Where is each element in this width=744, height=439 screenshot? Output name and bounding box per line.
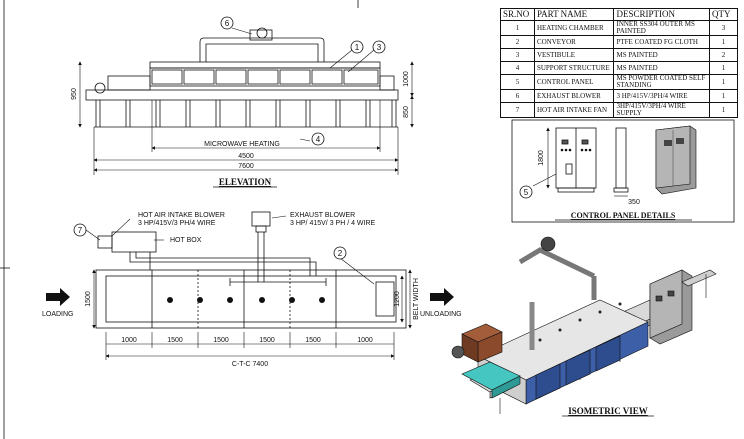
table-row: 3 VESTIBULE MS PAINTED 2 xyxy=(500,48,738,62)
plan-balloons xyxy=(73,223,347,260)
plan-dimensions xyxy=(85,215,412,360)
sheet-frame xyxy=(0,0,359,439)
dim-plan-2: 1500 xyxy=(167,337,183,344)
row-qty: 1 xyxy=(709,74,738,90)
row-no: 1 xyxy=(500,20,535,36)
dim-plan-5: 1500 xyxy=(305,337,321,344)
table-row: 1 HEATING CHAMBER INNER SS304 OUTER MS P… xyxy=(500,20,738,36)
dim-7600: 7600 xyxy=(238,163,254,170)
row-name: HEATING CHAMBER xyxy=(533,20,615,36)
balloon-5-circle xyxy=(519,185,533,199)
dim-plan-1: 1000 xyxy=(121,337,137,344)
hot-air-blower-label: HOT AIR INTAKE BLOWER xyxy=(138,212,225,219)
dim-4500: 4500 xyxy=(238,153,254,160)
header-sr-no: SR.NO xyxy=(500,8,535,21)
elevation-title: ELEVATION xyxy=(219,177,272,187)
row-no: 3 xyxy=(500,48,535,62)
row-name: HOT AIR INTAKE FAN xyxy=(533,102,615,118)
control-panel-title: CONTROL PANEL DETAILS xyxy=(571,211,676,220)
belt-width-label: BELT WIDTH xyxy=(413,278,420,320)
balloon-7-plan: 7 xyxy=(78,226,83,235)
row-no: 6 xyxy=(500,89,535,103)
plan-view xyxy=(85,211,412,360)
header-qty: QTY xyxy=(709,8,738,21)
dim-1500-side: 1500 xyxy=(85,291,92,307)
row-no: 2 xyxy=(500,35,535,49)
balloon-2-plan: 2 xyxy=(338,249,343,258)
row-desc: PTFE COATED FG CLOTH xyxy=(613,35,711,49)
header-description: DESCRIPTION xyxy=(613,8,711,21)
row-name: SUPPORT STRUCTURE xyxy=(533,61,615,75)
row-no: 5 xyxy=(500,74,535,90)
dim-ctc: C-T-C 7400 xyxy=(232,361,268,368)
table-row: 2 CONVEYOR PTFE COATED FG CLOTH 1 xyxy=(500,35,738,49)
row-no: 4 xyxy=(500,61,535,75)
row-desc: INNER SS304 OUTER MS PAINTED xyxy=(613,20,711,36)
table-row: 6 EXHAUST BLOWER 3 HP/415V/3PH/4 WIRE 1 xyxy=(500,89,738,103)
row-name: EXHAUST BLOWER xyxy=(533,89,615,103)
unloading-arrow xyxy=(430,288,454,306)
dim-1000: 1000 xyxy=(403,71,410,87)
dim-950: 950 xyxy=(71,88,78,100)
plan-vent-holes xyxy=(167,297,325,303)
table-row: 7 HOT AIR INTAKE FAN 3HP/415V/3PH/4 WIRE… xyxy=(500,102,738,118)
dim-plan-4: 1500 xyxy=(259,337,275,344)
dim-plan-3: 1500 xyxy=(213,337,229,344)
row-qty: 1 xyxy=(709,89,738,103)
dim-1200: 1200 xyxy=(394,291,401,307)
iso-vent-holes xyxy=(538,302,622,342)
control-panel-frame xyxy=(511,119,735,223)
support-legs xyxy=(94,100,398,128)
parts-table-header: SR.NO PART NAME DESCRIPTION QTY xyxy=(500,8,738,21)
row-qty: 1 xyxy=(709,35,738,49)
dim-plan-6: 1000 xyxy=(357,337,373,344)
row-desc: 3 HP/415V/3PH/4 WIRE xyxy=(613,89,711,103)
row-name: VESTIBULE xyxy=(533,48,615,62)
row-qty: 2 xyxy=(709,48,738,62)
hot-box-label: HOT BOX xyxy=(170,237,202,244)
header-part-name: PART NAME xyxy=(533,8,615,21)
balloon-6-elev: 6 xyxy=(225,19,230,28)
row-name: CONVEYOR xyxy=(533,35,615,49)
control-panel-dots xyxy=(560,148,592,152)
row-no: 7 xyxy=(500,102,535,118)
exhaust-blower-label: EXHAUST BLOWER xyxy=(290,212,355,219)
row-qty: 1 xyxy=(709,61,738,75)
isometric-title: ISOMETRIC VIEW xyxy=(568,406,648,416)
elevation-view xyxy=(78,27,414,175)
row-qty: 3 xyxy=(709,20,738,36)
exhaust-blower-spec: 3 HP/ 415V/ 3 PH / 4 WIRE xyxy=(290,220,376,227)
balloon-5: 5 xyxy=(524,188,529,197)
table-row: 4 SUPPORT STRUCTURE MS PAINTED 1 xyxy=(500,61,738,75)
elevation-balloons xyxy=(220,16,386,146)
loading-label: LOADING xyxy=(42,311,74,318)
elevation-dimensions xyxy=(78,27,414,175)
dim-350: 350 xyxy=(628,199,640,206)
balloon-1-elev: 1 xyxy=(355,43,360,52)
balloon-4-elev: 4 xyxy=(316,135,321,144)
dim-1800: 1800 xyxy=(538,150,545,166)
parts-table: SR.NO PART NAME DESCRIPTION QTY 1 HEATIN… xyxy=(500,8,738,118)
row-desc: 3HP/415V/3PH/4 WIRE SUPPLY xyxy=(613,102,711,118)
isometric-view xyxy=(451,236,717,414)
microwave-heating-label: MICROWAVE HEATING xyxy=(204,141,280,148)
balloon-3-elev: 3 xyxy=(377,43,382,52)
control-panel-iso xyxy=(655,125,697,195)
dim-850: 850 xyxy=(403,106,410,118)
row-qty: 1 xyxy=(709,102,738,118)
row-desc: MS PAINTED xyxy=(613,61,711,75)
hot-air-blower-spec: 3 HP/415V/3 PH/4 WIRE xyxy=(138,220,216,227)
row-desc: MS PAINTED xyxy=(613,48,711,62)
unloading-label: UNLOADING xyxy=(420,311,462,318)
table-row: 5 CONTROL PANEL MS POWDER COATED SELF ST… xyxy=(500,74,738,90)
loading-arrow xyxy=(46,288,70,306)
row-name: CONTROL PANEL xyxy=(533,74,615,90)
row-desc: MS POWDER COATED SELF STANDING xyxy=(613,74,711,90)
